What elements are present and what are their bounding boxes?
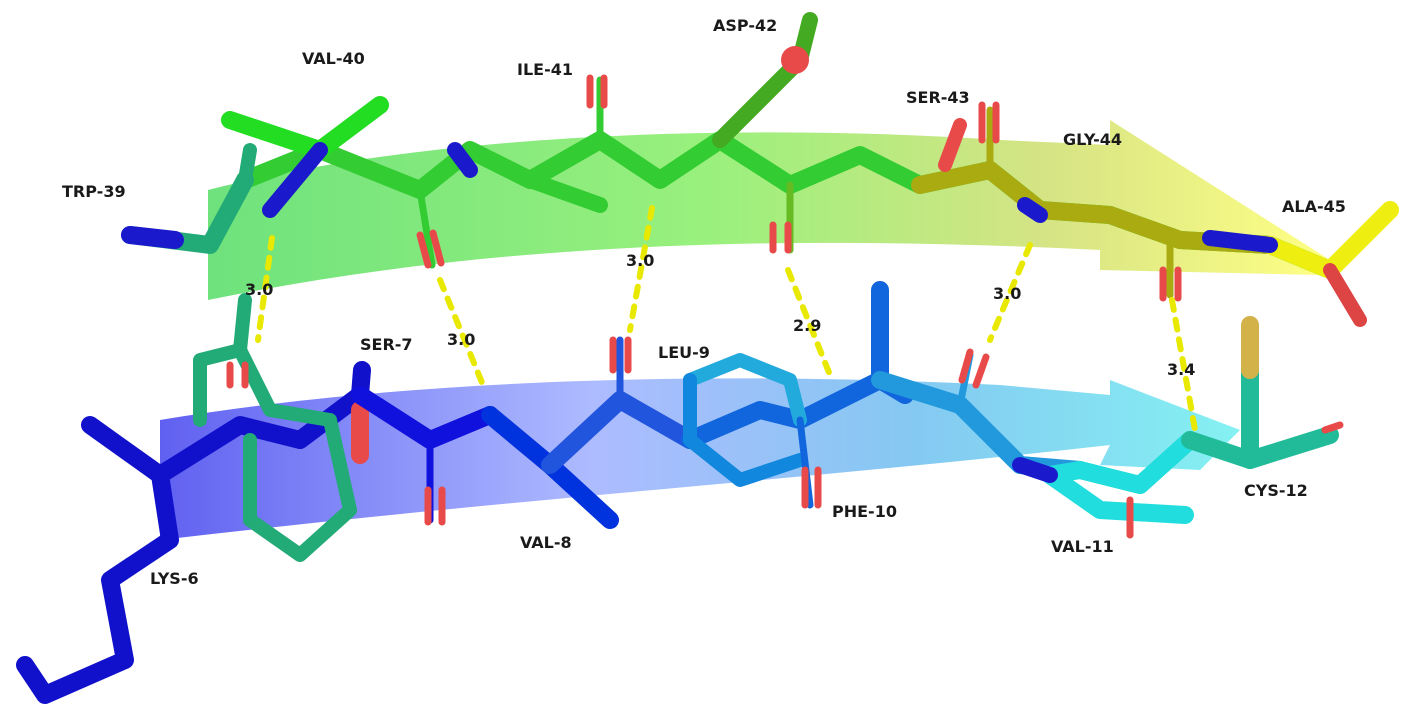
lower-backbone: [16, 281, 1344, 704]
hbond-label-5: 3.0: [993, 284, 1021, 303]
residue-labels: TRP-39 VAL-40 ILE-41 ASP-42 SER-43 GLY-4…: [62, 16, 1346, 588]
residue-label-gly-44: GLY-44: [1063, 130, 1122, 149]
residue-label-leu-9: LEU-9: [658, 343, 710, 362]
hbond-1: [255, 235, 275, 343]
residue-label-ser-7: SER-7: [360, 335, 413, 354]
hbond-label-2: 3.0: [447, 330, 475, 349]
residue-label-ile-41: ILE-41: [517, 60, 573, 79]
hbond-6: [1169, 297, 1198, 433]
distance-labels: 3.0 3.0 3.0 2.9 3.0 3.4: [245, 251, 1195, 379]
residue-label-asp-42: ASP-42: [713, 16, 777, 35]
upper-backbone: [121, 12, 1399, 327]
hbond-label-1: 3.0: [245, 280, 273, 299]
hbond-2: [437, 277, 488, 393]
hydrogen-bonds: [255, 205, 1198, 433]
hbond-4: [785, 267, 833, 378]
residue-label-val-8: VAL-8: [520, 533, 572, 552]
residue-label-cys-12: CYS-12: [1244, 481, 1308, 500]
hbond-label-3: 3.0: [626, 251, 654, 270]
residue-label-lys-6: LYS-6: [150, 569, 199, 588]
hbond-5: [987, 242, 1033, 343]
residue-label-trp-39: TRP-39: [62, 182, 126, 201]
residue-label-phe-10: PHE-10: [832, 502, 897, 521]
hbond-label-6: 3.4: [1167, 360, 1195, 379]
residue-label-val-11: VAL-11: [1051, 537, 1114, 556]
residue-label-ser-43: SER-43: [906, 88, 970, 107]
hbond-3: [627, 205, 655, 333]
hbond-label-4: 2.9: [793, 316, 821, 335]
lower-strand-ribbon: [160, 378, 1240, 540]
residue-label-ala-45: ALA-45: [1282, 197, 1346, 216]
residue-label-val-40: VAL-40: [302, 49, 365, 68]
